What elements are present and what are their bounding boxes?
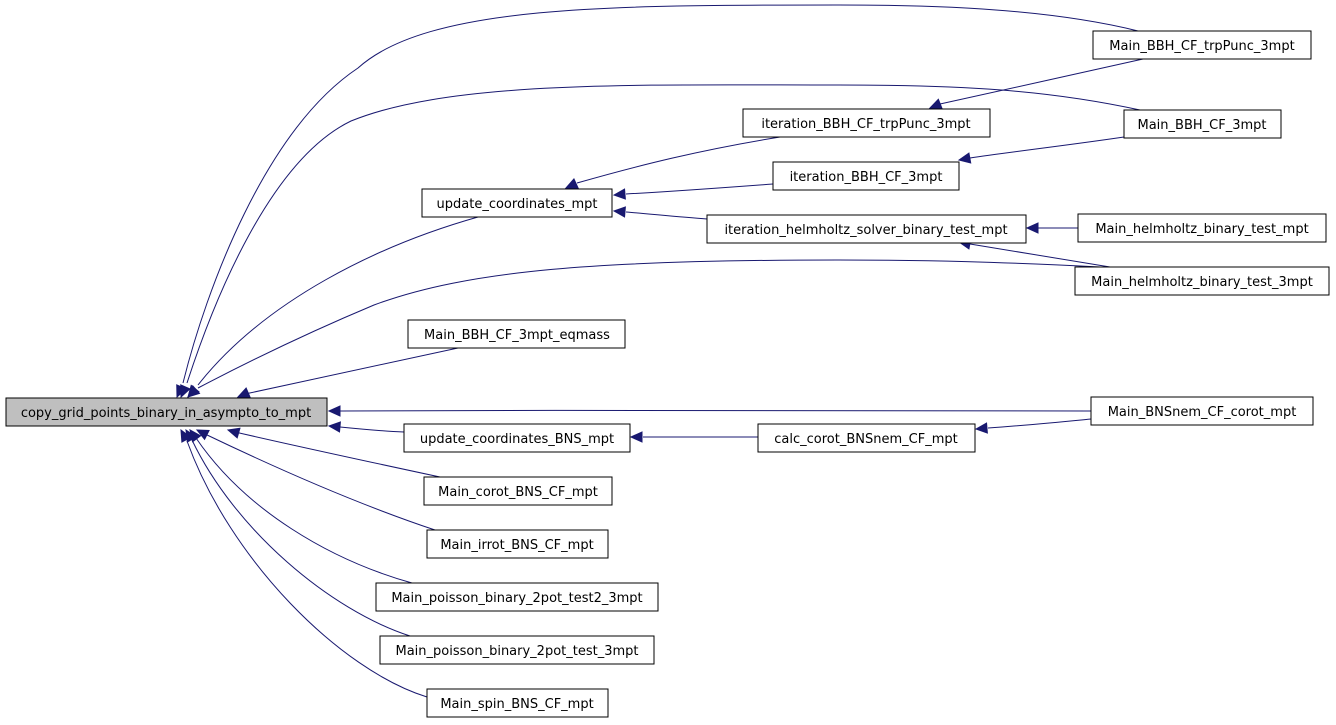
svg-text:iteration_BBH_CF_3mpt[interactable]: iteration_BBH_CF_3mpt	[790, 170, 943, 185]
edge-main-trp-to-iteration-trp	[928, 58, 1144, 110]
arrowhead-icon	[195, 429, 210, 441]
call-graph-nodes: copy_grid_points_binary_in_asympto_to_mp…	[5, 30, 1330, 718]
node-main-bbh-cf-3mpt[interactable]: Main_BBH_CF_3mpt	[1123, 109, 1282, 139]
svg-text:Main_BBH_CF_3mpt[interactable]: Main_BBH_CF_3mpt	[1138, 118, 1267, 133]
edge-line	[969, 243, 1111, 268]
arrowhead-icon	[629, 431, 643, 443]
svg-text:update_coordinates_BNS_mpt[interactable]: update_coordinates_BNS_mpt	[420, 432, 614, 447]
edge-line	[197, 259, 1101, 389]
edge-line	[191, 439, 411, 637]
svg-text:calc_corot_BNSnem_CF_mpt[interactable]: calc_corot_BNSnem_CF_mpt	[774, 432, 957, 447]
edge-line	[234, 431, 441, 478]
edge-main-trp-to-root	[176, 4, 1139, 399]
arrowhead-icon	[928, 98, 943, 110]
edge-main-bbh-to-iteration-bbh	[957, 136, 1125, 164]
node-iteration-helmholtz-solver-binary-test-mpt[interactable]: iteration_helmholtz_solver_binary_test_m…	[706, 214, 1027, 244]
svg-text:Main_corot_BNS_CF_mpt[interactable]: Main_corot_BNS_CF_mpt	[438, 485, 598, 500]
node-iteration-bbh-cf-3mpt[interactable]: iteration_BBH_CF_3mpt	[772, 161, 960, 191]
svg-text:Main_spin_BNS_CF_mpt[interactable]: Main_spin_BNS_CF_mpt	[440, 697, 593, 712]
node-main-bbh-cf-trppunc-3mpt[interactable]: Main_BBH_CF_trpPunc_3mpt	[1092, 30, 1312, 60]
arrowhead-icon	[564, 177, 579, 189]
edge-line	[969, 136, 1125, 159]
svg-text:update_coordinates_mpt[interactable]: update_coordinates_mpt	[437, 197, 598, 212]
edge-main-helm-3mpt-to-root	[187, 259, 1101, 398]
arrowhead-icon	[226, 427, 241, 439]
node-update-coordinates-bns-mpt[interactable]: update_coordinates_BNS_mpt	[403, 423, 631, 453]
edge-line	[576, 136, 781, 184]
edge-iteration-bbh-to-update-coordinates-mpt	[612, 183, 774, 200]
edge-line	[339, 426, 405, 433]
edge-line	[987, 418, 1092, 429]
svg-text:copy_grid_points_binary_in_asy: copy_grid_points_binary_in_asympto_to_mp…	[21, 406, 311, 421]
arrowhead-icon	[327, 421, 341, 433]
svg-text:Main_BNSnem_CF_corot_mpt[interactable]: Main_BNSnem_CF_corot_mpt	[1108, 405, 1297, 420]
edge-line	[625, 183, 774, 195]
arrowhead-icon	[180, 428, 192, 443]
svg-text:Main_BBH_CF_3mpt_eqmass[interactable]: Main_BBH_CF_3mpt_eqmass	[424, 328, 610, 343]
node-main-poisson-binary-2pot-test2-3mpt[interactable]: Main_poisson_binary_2pot_test2_3mpt	[375, 582, 659, 612]
arrowhead-icon	[236, 387, 251, 398]
edge-main-irrot-to-root	[195, 429, 436, 531]
edge-update-bns-to-root	[327, 421, 405, 433]
node-iteration-bbh-cf-trppunc-3mpt[interactable]: iteration_BBH_CF_trpPunc_3mpt	[742, 108, 991, 138]
edge-main-bnsnem-to-calc-corot	[974, 418, 1092, 434]
node-main-poisson-binary-2pot-test-3mpt[interactable]: Main_poisson_binary_2pot_test_3mpt	[379, 635, 655, 665]
svg-text:Main_helmholtz_binary_test_3mp[interactable]: Main_helmholtz_binary_test_3mpt	[1091, 275, 1313, 290]
node-calc-corot-bnsnem-cf-mpt[interactable]: calc_corot_BNSnem_CF_mpt	[757, 423, 976, 453]
call-graph-edges	[176, 4, 1144, 698]
edge-line	[939, 58, 1144, 105]
node-main-bnsnem-cf-corot-mpt[interactable]: Main_BNSnem_CF_corot_mpt	[1090, 396, 1314, 426]
svg-text:Main_irrot_BNS_CF_mpt[interactable]: Main_irrot_BNS_CF_mpt	[440, 538, 593, 553]
edge-line	[197, 216, 479, 386]
arrowhead-icon	[1025, 222, 1039, 234]
arrowhead-icon	[974, 422, 988, 434]
node-main-irrot-bns-cf-mpt[interactable]: Main_irrot_BNS_CF_mpt	[426, 529, 609, 559]
arrowhead-icon	[612, 206, 626, 218]
node-main-bbh-cf-3mpt-eqmass[interactable]: Main_BBH_CF_3mpt_eqmass	[407, 319, 626, 349]
edge-main-spin-to-root	[180, 428, 428, 698]
edge-line	[625, 211, 708, 220]
edge-line	[204, 433, 436, 531]
node-copy-grid-points-binary-in-asympto-to-mpt: copy_grid_points_binary_in_asympto_to_mp…	[5, 397, 328, 427]
edge-main-corot-to-root	[226, 427, 441, 478]
edge-iteration-helm-to-update-coordinates-mpt	[612, 206, 708, 220]
edge-calc-corot-to-update-bns	[629, 431, 758, 443]
arrowhead-icon	[957, 152, 972, 164]
edge-line	[339, 409, 1092, 412]
svg-text:iteration_helmholtz_solver_bin[interactable]: iteration_helmholtz_solver_binary_test_m…	[724, 223, 1007, 238]
edge-main-bbh-to-root	[180, 84, 1141, 399]
edge-line	[195, 437, 413, 584]
edge-update-coordinates-mpt-to-root	[187, 216, 479, 398]
edge-main-poisson2-to-root	[189, 429, 413, 584]
arrowhead-icon	[612, 188, 626, 200]
edge-main-bnsnem-to-root	[327, 405, 1092, 417]
svg-text:Main_poisson_binary_2pot_test2[interactable]: Main_poisson_binary_2pot_test2_3mpt	[391, 591, 642, 606]
arrowhead-icon	[187, 385, 201, 398]
svg-text:iteration_BBH_CF_trpPunc_3mpt[interactable]: iteration_BBH_CF_trpPunc_3mpt	[761, 117, 970, 132]
arrowhead-icon	[180, 384, 191, 399]
edge-line	[186, 440, 428, 698]
node-main-helmholtz-binary-test-mpt[interactable]: Main_helmholtz_binary_test_mpt	[1077, 213, 1327, 243]
svg-text:Main_helmholtz_binary_test_mpt[interactable]: Main_helmholtz_binary_test_mpt	[1095, 222, 1308, 237]
svg-text:Main_poisson_binary_2pot_test_[interactable]: Main_poisson_binary_2pot_test_3mpt	[395, 644, 638, 659]
svg-text:Main_BBH_CF_trpPunc_3mpt[interactable]: Main_BBH_CF_trpPunc_3mpt	[1109, 39, 1294, 54]
edge-iteration-trp-to-update-coordinates-mpt	[564, 136, 781, 189]
edge-line	[186, 84, 1141, 384]
node-update-coordinates-mpt[interactable]: update_coordinates_mpt	[421, 188, 613, 218]
node-main-helmholtz-binary-test-3mpt[interactable]: Main_helmholtz_binary_test_3mpt	[1074, 266, 1330, 296]
edge-line	[182, 4, 1139, 384]
arrowhead-icon	[327, 405, 341, 417]
node-main-corot-bns-cf-mpt[interactable]: Main_corot_BNS_CF_mpt	[423, 476, 613, 506]
edge-main-helm-mpt-to-iteration-helm	[1025, 222, 1078, 234]
edge-line	[244, 347, 459, 395]
node-main-spin-bns-cf-mpt[interactable]: Main_spin_BNS_CF_mpt	[426, 688, 609, 718]
edge-main-eqmass-to-root	[236, 347, 459, 398]
